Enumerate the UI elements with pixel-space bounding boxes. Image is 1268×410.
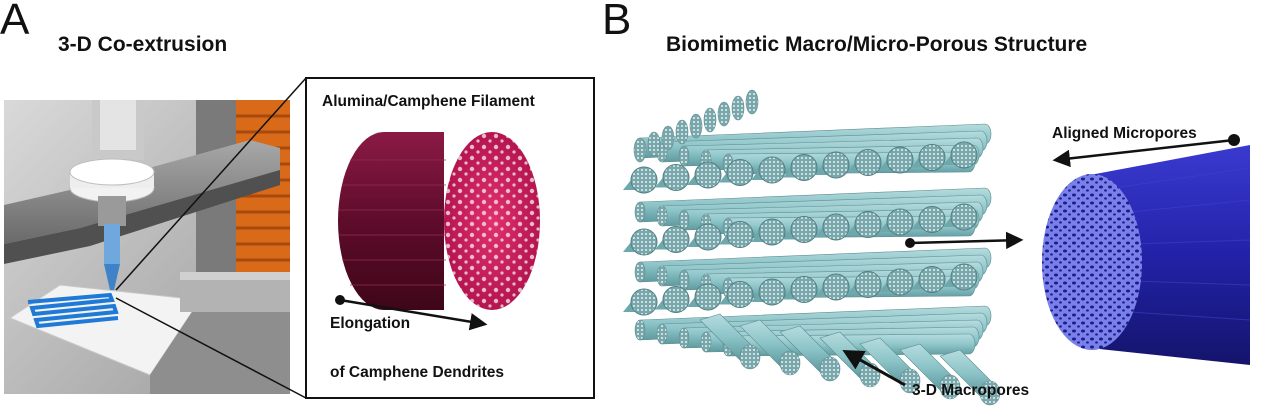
scaffold-rod-end [822, 213, 850, 241]
scaffold-rod-end [678, 145, 690, 167]
scaffold-lattice [623, 89, 1001, 406]
scaffold-rod-end [950, 141, 978, 169]
scaffold-rod-end [656, 323, 668, 345]
scaffold-rod-end [854, 211, 882, 238]
scaffold-rod-end [758, 218, 786, 246]
scaffold-rod-end [633, 137, 647, 163]
scaffold-rod-end [745, 89, 759, 115]
scaffold-rod-end [950, 263, 978, 291]
scaffold-rod-end [662, 286, 690, 313]
scaffold-rod-end [630, 288, 658, 316]
aligned-micropores-label: Aligned Micropores [1052, 125, 1197, 142]
scaffold-to-cone-arrow [905, 231, 1024, 250]
macropore-arrow [842, 349, 906, 387]
panel-a-title: 3-D Co-extrusion [58, 33, 228, 56]
filament-cylinder [338, 132, 540, 310]
scaffold-rod-end [634, 261, 646, 283]
elongation-label-line1: Elongation [330, 315, 411, 332]
scaffold-rod-end [918, 266, 946, 293]
scaffold-rod-end [819, 356, 841, 382]
micropore-cone [1042, 145, 1251, 365]
elongation-label-line2: of Camphene Dendrites [330, 364, 504, 381]
scaffold-rod-end [790, 276, 818, 303]
scaffold-rod-end [689, 113, 703, 139]
scaffold-rod-end [662, 164, 690, 191]
elongation-arrow [335, 295, 488, 331]
scaffold-rod-end [886, 146, 914, 174]
micropore-cross-section [1042, 174, 1142, 350]
scaffold-rod-end [675, 119, 689, 145]
printed-pattern [27, 292, 119, 329]
scaffold-rod-end [630, 166, 658, 194]
scaffold-rod-end [694, 161, 722, 189]
scaffold-rod-end [854, 149, 882, 176]
scaffold-rod-end [790, 216, 818, 243]
scaffold-rod-end [662, 226, 690, 253]
panel-b-title: Biomimetic Macro/Micro-Porous Structure [666, 33, 1088, 56]
scaffold-rod-end [886, 268, 914, 296]
scaffold-rod-end [758, 278, 786, 306]
scaffold-rod-end [726, 159, 754, 186]
aligned-micropore-arrow [1052, 134, 1240, 168]
scaffold-rod-end [726, 281, 754, 308]
scaffold-rod-end [703, 107, 717, 133]
scaffold-rod-end [790, 154, 818, 181]
scaffold-rod-end [656, 265, 668, 287]
scaffold-rod-end [647, 131, 661, 157]
scaffold-rod-end [726, 221, 754, 248]
scaffold-rod-end [630, 228, 658, 256]
panel-a-letter: A [0, 0, 30, 44]
scaffold-rod-end [700, 331, 712, 353]
scaffold-rod-end [656, 205, 668, 227]
scaffold-rod-end [717, 101, 731, 127]
scaffold-rod-end [939, 374, 961, 400]
scaffold-rod-end [694, 283, 722, 311]
inset-title: Alumina/Camphene Filament [322, 93, 535, 110]
scaffold-rod-end [822, 151, 850, 179]
scaffold-rod-end [634, 201, 646, 223]
scaffold-rod-end [854, 271, 882, 298]
scaffold-rod-end [678, 327, 690, 349]
scaffold-rod-end [661, 125, 675, 151]
scaffold-rod-end [739, 344, 761, 370]
scaffold-rod-end [886, 208, 914, 236]
panel-b-letter: B [602, 0, 632, 44]
scaffold-rod-end [822, 273, 850, 301]
scaffold-rod-end [758, 156, 786, 184]
scaffold-rod-end [731, 95, 745, 121]
macropores-label: 3-D Macropores [912, 382, 1030, 399]
printer-render [4, 100, 290, 394]
scaffold-rod-end [950, 203, 978, 231]
scaffold-rod-end [979, 380, 1001, 406]
scaffold-rod-end [634, 319, 646, 341]
scaffold-rod-end [779, 350, 801, 376]
scaffold-rod-end [694, 223, 722, 251]
scaffold-rod-end [918, 144, 946, 171]
scaffold-rod-end [918, 206, 946, 233]
